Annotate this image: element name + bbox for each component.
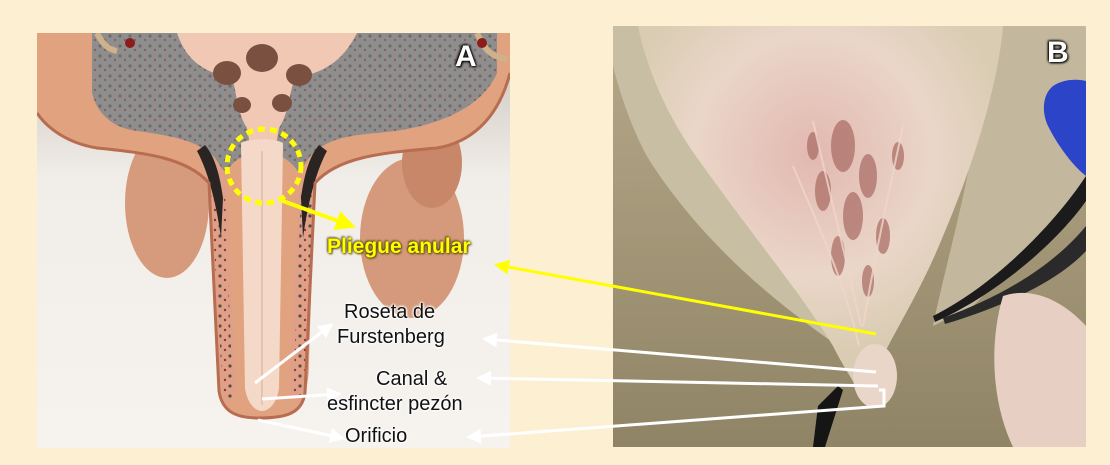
pliegue-pointer-arrow-b [497,265,876,334]
canal-label-line2: esfincter pezón [327,394,463,414]
orificio-label: Orificio [345,426,407,446]
annular-fold-highlight-circle [227,129,301,203]
roseta-pointer-arrow-b [485,339,876,372]
pliegue-anular-label: Pliegue anular [327,237,471,257]
roseta-label-line1: Roseta de [344,302,435,322]
canal-label-line1: Canal & [376,369,447,389]
canal-pointer-arrow-b [479,378,878,386]
orificio-pointer-arrow-a [258,420,342,438]
roseta-label-line2: Furstenberg [337,327,445,347]
roseta-pointer-arrow-a [255,325,331,383]
pliegue-pointer-arrow-a [280,200,352,226]
orificio-pointer-arrow-b [469,390,884,437]
